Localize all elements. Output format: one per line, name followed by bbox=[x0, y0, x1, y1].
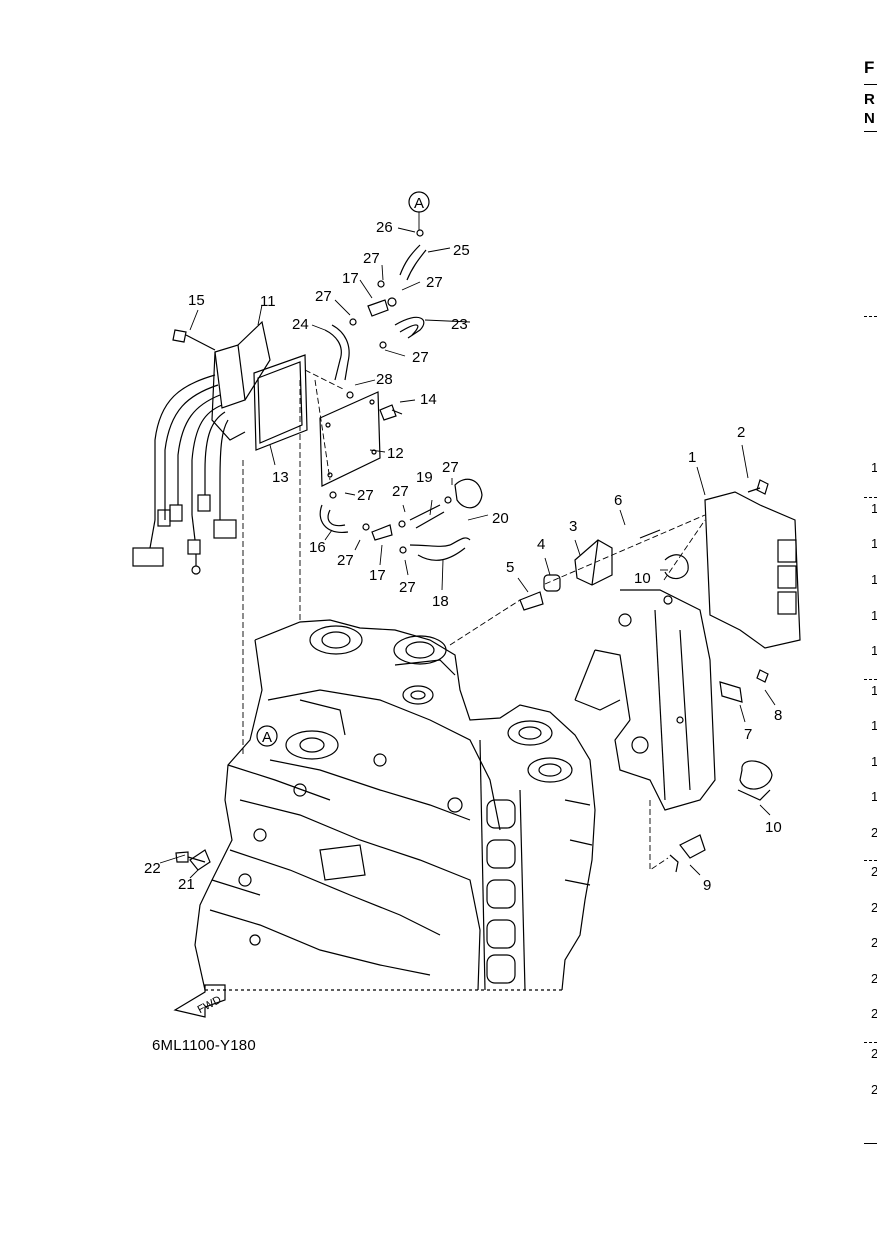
edge-dash-3 bbox=[864, 679, 877, 680]
clamps bbox=[189, 554, 773, 873]
callout-16: 16 bbox=[309, 539, 326, 556]
edge-row-digit: 2 bbox=[871, 825, 877, 840]
callout-17b: 17 bbox=[369, 567, 386, 584]
leader-lines bbox=[159, 212, 776, 879]
callout-6: 6 bbox=[614, 492, 622, 509]
callout-27a: 27 bbox=[363, 250, 380, 267]
callout-24: 24 bbox=[292, 316, 309, 333]
callout-17a: 17 bbox=[342, 270, 359, 287]
callout-22: 22 bbox=[144, 860, 161, 877]
callout-labels: 1 2 3 4 5 6 7 8 9 10 10 11 12 13 14 15 1… bbox=[144, 195, 782, 1016]
edge-row-digit: 2 bbox=[871, 935, 877, 950]
edge-dash-1 bbox=[864, 316, 877, 317]
edge-letter-n: N bbox=[864, 110, 875, 127]
callout-27g: 27 bbox=[442, 459, 459, 476]
callout-10b: 10 bbox=[765, 819, 782, 836]
figure-code: 6ML1100-Y180 bbox=[152, 1037, 256, 1054]
callout-28: 28 bbox=[376, 371, 393, 388]
edge-row-digit: 1 bbox=[871, 643, 877, 658]
edge-row-digit: 1 bbox=[871, 789, 877, 804]
callout-14: 14 bbox=[420, 391, 437, 408]
callout-15: 15 bbox=[188, 292, 205, 309]
ecm-unit bbox=[704, 491, 801, 649]
callout-10a: 10 bbox=[634, 570, 651, 587]
edge-row-digit: 1 bbox=[871, 501, 877, 516]
callout-3: 3 bbox=[569, 518, 577, 535]
callout-27d: 27 bbox=[412, 349, 429, 366]
fittings bbox=[329, 229, 483, 554]
callout-27c: 27 bbox=[315, 288, 332, 305]
callout-7: 7 bbox=[744, 726, 752, 743]
callout-27e: 27 bbox=[357, 487, 374, 504]
cover-12 bbox=[319, 391, 381, 487]
callout-27i: 27 bbox=[399, 579, 416, 596]
edge-rule-bottom bbox=[864, 1143, 877, 1144]
edge-dash-4 bbox=[864, 860, 877, 861]
edge-row-digit: 2 bbox=[871, 971, 877, 986]
callout-5: 5 bbox=[506, 559, 514, 576]
callout-25: 25 bbox=[453, 242, 470, 259]
edge-row-digit: 1 bbox=[871, 608, 877, 623]
edge-row-digit: 2 bbox=[871, 1082, 877, 1097]
edge-row-digit: 2 bbox=[871, 864, 877, 879]
callout-13: 13 bbox=[272, 469, 289, 486]
callout-18: 18 bbox=[432, 593, 449, 610]
edge-letter-f: F bbox=[864, 58, 875, 77]
edge-row-digit: 1 bbox=[871, 718, 877, 733]
fwd-label: FWD bbox=[196, 994, 224, 1016]
callout-12: 12 bbox=[387, 445, 404, 462]
edge-row-digit: 2 bbox=[871, 1006, 877, 1021]
callout-21: 21 bbox=[178, 876, 195, 893]
callout-8: 8 bbox=[774, 707, 782, 724]
gasket-13 bbox=[257, 361, 303, 444]
view-ref-circle-engine bbox=[256, 725, 278, 747]
fwd-arrow bbox=[173, 984, 226, 1018]
callout-26: 26 bbox=[376, 219, 393, 236]
edge-row-digit: 2 bbox=[871, 900, 877, 915]
edge-dash-5 bbox=[864, 1042, 877, 1043]
callout-27b: 27 bbox=[426, 274, 443, 291]
edge-row-digit: 1 bbox=[871, 536, 877, 551]
hoses bbox=[319, 244, 471, 561]
edge-rule-header bbox=[864, 131, 877, 132]
callout-9: 9 bbox=[703, 877, 711, 894]
edge-row-digit: 1 bbox=[871, 683, 877, 698]
edge-row-digit: 1 bbox=[871, 572, 877, 587]
edge-letter-r: R bbox=[864, 91, 875, 108]
engine-block bbox=[194, 619, 596, 991]
bracket-7 bbox=[574, 589, 743, 811]
callout-20: 20 bbox=[492, 510, 509, 527]
edge-row-digit: 2 bbox=[871, 1046, 877, 1061]
callout-27h: 27 bbox=[337, 552, 354, 569]
ignition-coil-harness bbox=[132, 320, 271, 575]
bolts bbox=[172, 329, 769, 863]
callout-4: 4 bbox=[537, 536, 545, 553]
edge-dash-2 bbox=[864, 497, 877, 498]
edge-rule-top bbox=[864, 84, 877, 85]
view-ref-label-engine: A bbox=[262, 729, 272, 746]
callout-1: 1 bbox=[688, 449, 696, 466]
edge-row-digit: 1 bbox=[871, 754, 877, 769]
callout-23: 23 bbox=[451, 316, 468, 333]
edge-row-digit: 1 bbox=[871, 460, 877, 475]
callout-19: 19 bbox=[416, 469, 433, 486]
callout-11: 11 bbox=[260, 293, 276, 310]
view-ref-label-top: A bbox=[414, 195, 424, 212]
callout-2: 2 bbox=[737, 424, 745, 441]
callout-27f: 27 bbox=[392, 483, 409, 500]
